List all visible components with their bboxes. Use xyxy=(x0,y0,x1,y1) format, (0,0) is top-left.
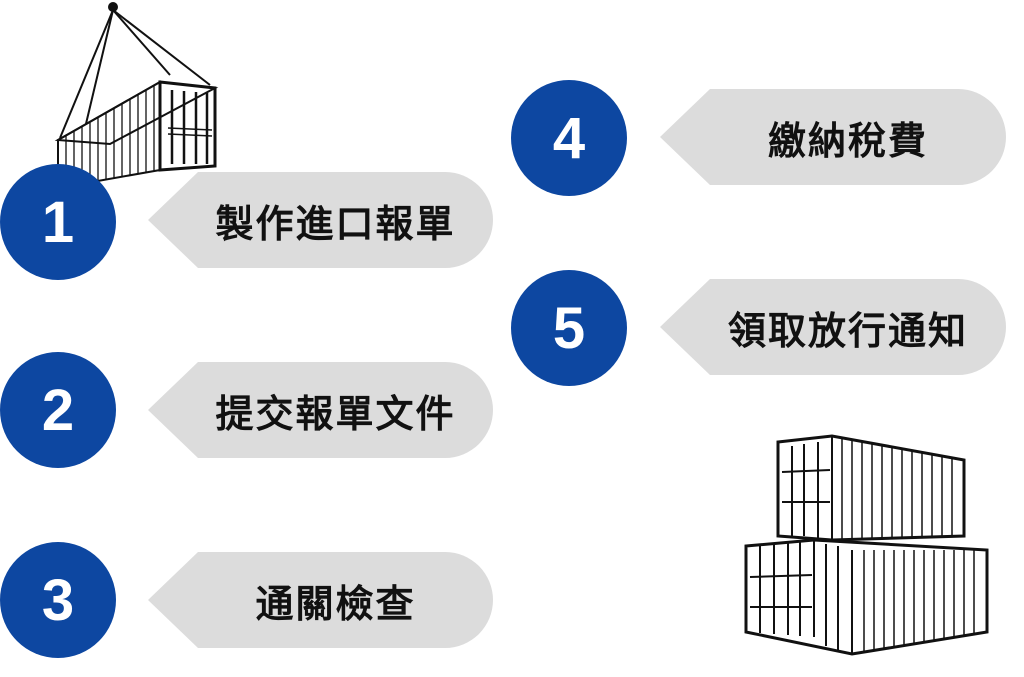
step-number-badge: 4 xyxy=(511,80,627,196)
step-label-pill: 通關檢查 xyxy=(148,552,493,648)
step-number-badge: 5 xyxy=(511,270,627,386)
step-number: 4 xyxy=(552,105,586,171)
step-label-pill: 提交報單文件 xyxy=(148,362,493,458)
step-label: 繳納稅費 xyxy=(767,118,928,163)
step-number: 2 xyxy=(41,377,75,443)
step-number: 1 xyxy=(41,189,75,255)
step-label-pill: 製作進口報單 xyxy=(148,172,493,268)
hanging-container-icon xyxy=(54,2,219,190)
step-label: 製作進口報單 xyxy=(215,201,456,246)
step-number-badge: 1 xyxy=(0,164,116,280)
step-number: 5 xyxy=(552,295,586,361)
step-label-pill: 繳納稅費 xyxy=(660,89,1006,185)
step-number: 3 xyxy=(41,567,75,633)
step-number-badge: 2 xyxy=(0,352,116,468)
step-label-pill: 領取放行通知 xyxy=(660,279,1006,375)
stacked-containers-icon xyxy=(744,434,989,656)
step-label: 提交報單文件 xyxy=(215,391,456,436)
step-number-badge: 3 xyxy=(0,542,116,658)
step-label: 領取放行通知 xyxy=(727,308,968,353)
step-label: 通關檢查 xyxy=(255,581,416,626)
